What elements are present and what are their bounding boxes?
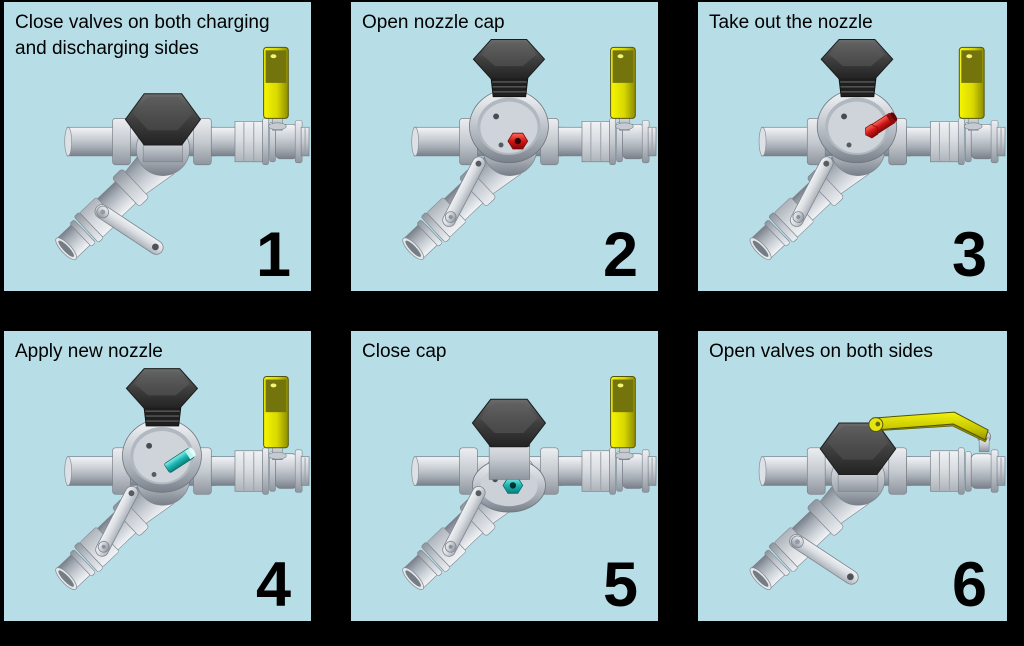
- nozzle-cap: [125, 368, 199, 427]
- panel-step-3: Take out the nozzle 3: [696, 0, 1009, 293]
- nozzle-red: [865, 112, 898, 139]
- panel-step-4: Apply new nozzle 4: [2, 329, 313, 623]
- valve-illustration: [351, 331, 658, 621]
- nozzle-port: [122, 418, 202, 493]
- step-caption: Close valves on both charging and discha…: [15, 12, 270, 59]
- valve-assembly-drawing: [749, 38, 1006, 261]
- valve-assembly-drawing: [402, 38, 657, 261]
- branch-pipe: [55, 474, 175, 590]
- side-valve-handle: [958, 46, 985, 131]
- branch-pipe: [749, 474, 870, 590]
- hex-cap: [819, 422, 897, 492]
- nozzle-port: [816, 89, 898, 164]
- side-ball-valve: [930, 447, 1006, 495]
- side-ball-valve: [234, 118, 310, 166]
- step-number: 2: [602, 220, 638, 290]
- panel-step-5: Close cap 5: [349, 329, 660, 623]
- side-ball-valve: [930, 118, 1006, 166]
- valve-illustration: [698, 331, 1007, 621]
- valve-assembly-drawing: [55, 46, 310, 261]
- nozzle-cap: [472, 38, 546, 98]
- branch-pipe: [55, 145, 175, 261]
- nozzle-port: [469, 89, 549, 164]
- branch-lever: [94, 204, 164, 255]
- step-caption: Close cap: [362, 341, 447, 362]
- nozzle-cap: [471, 398, 547, 480]
- step-number: 3: [951, 220, 987, 290]
- step-number: 6: [951, 550, 987, 620]
- step-number: 4: [255, 550, 291, 620]
- branch-lever: [442, 485, 486, 557]
- valve-illustration: [351, 2, 658, 291]
- side-ball-valve: [581, 447, 657, 495]
- step-caption: Take out the nozzle: [709, 12, 873, 33]
- side-valve-handle: [610, 46, 636, 131]
- valve-assembly-drawing: [55, 368, 310, 590]
- panel-step-1: Close valves on both charging and discha…: [2, 0, 313, 293]
- hex-cap: [124, 93, 202, 163]
- nozzle-teal: [164, 447, 196, 473]
- branch-lever: [789, 156, 834, 227]
- step-number: 5: [602, 550, 638, 620]
- side-valve-handle: [263, 376, 289, 460]
- side-ball-valve: [581, 118, 657, 166]
- panel-step-6: Open valves on both sides 6: [696, 329, 1009, 623]
- nozzle-teal: [502, 477, 524, 494]
- valve-assembly-drawing: [749, 411, 1006, 590]
- branch-lever: [95, 485, 139, 557]
- step-caption: Open valves on both sides: [709, 341, 933, 362]
- side-valve-handle: [868, 411, 992, 453]
- valve-assembly-drawing: [402, 376, 657, 590]
- nozzle-cap: [820, 38, 894, 98]
- panel-step-2: Open nozzle cap 2: [349, 0, 660, 293]
- branch-lever: [442, 156, 486, 227]
- step-caption: Open nozzle cap: [362, 12, 505, 33]
- step-number: 1: [255, 220, 291, 290]
- valve-illustration: [4, 331, 311, 621]
- valve-illustration: [4, 2, 311, 291]
- step-caption: Apply new nozzle: [15, 341, 163, 362]
- branch-lever: [789, 533, 859, 585]
- side-ball-valve: [234, 447, 310, 495]
- nozzle-red: [507, 132, 529, 150]
- side-valve-handle: [263, 46, 289, 131]
- valve-illustration: [698, 2, 1007, 291]
- side-valve-handle: [610, 376, 636, 460]
